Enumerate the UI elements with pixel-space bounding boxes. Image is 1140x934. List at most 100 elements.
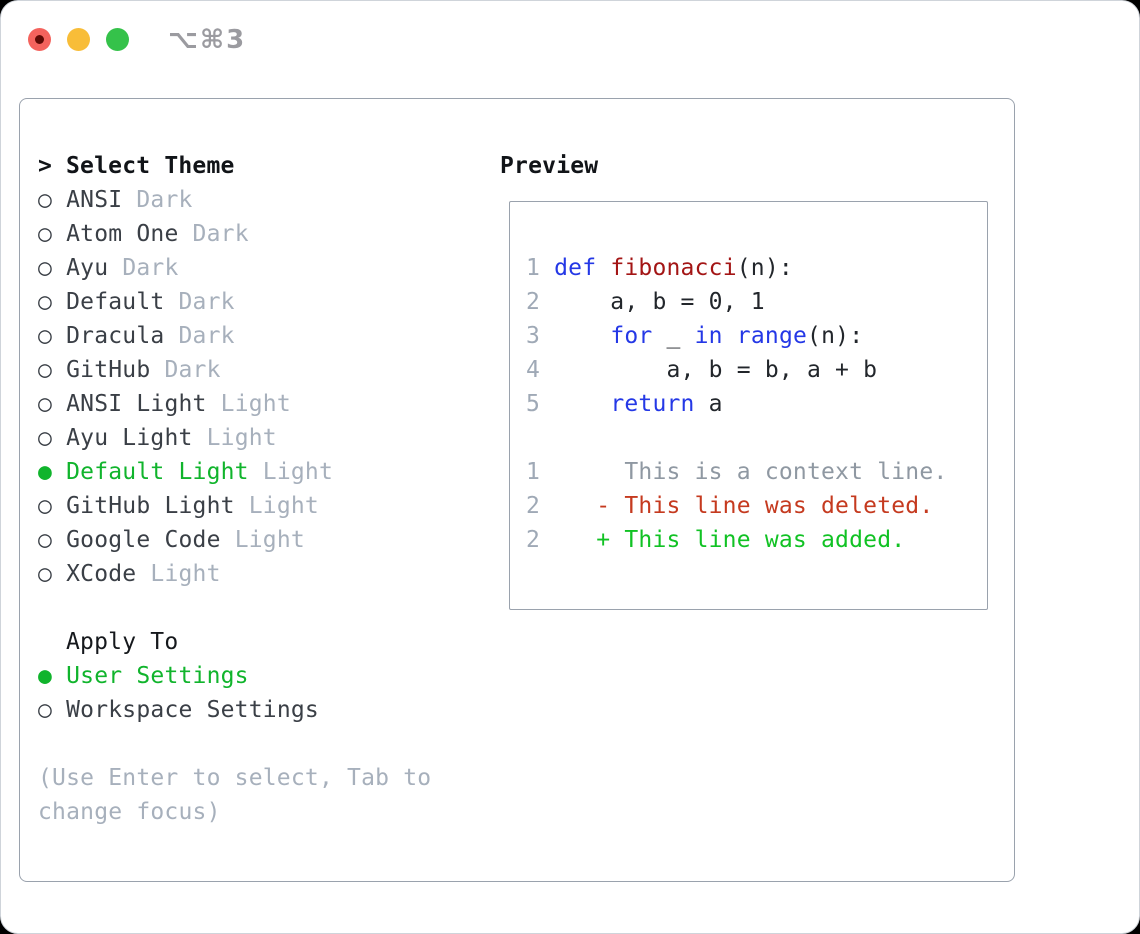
- theme-name: Ayu: [66, 255, 109, 281]
- line-number: 1: [526, 459, 555, 485]
- apply-to-option[interactable]: ○ Workspace Settings: [38, 693, 319, 727]
- radio-unselected-icon: ○: [38, 187, 67, 213]
- apply-to-option[interactable]: ● User Settings: [38, 659, 249, 693]
- theme-option[interactable]: ○ Google Code Light: [38, 523, 305, 557]
- radio-unselected-icon: ○: [38, 221, 67, 247]
- line-number: 3: [526, 323, 555, 349]
- radio-unselected-icon: ○: [38, 527, 67, 553]
- theme-name: Atom One: [66, 221, 179, 247]
- preview-code-line: [526, 421, 540, 455]
- preview-code-line: 2 + This line was added.: [526, 523, 905, 557]
- code-segment-kw: in: [694, 323, 723, 349]
- radio-selected-icon: ●: [38, 459, 67, 485]
- theme-variant: Light: [206, 391, 291, 417]
- line-number: [526, 425, 540, 451]
- theme-variant: Light: [220, 527, 305, 553]
- radio-unselected-icon: ○: [38, 493, 67, 519]
- select-theme-title: Select Theme: [66, 153, 235, 179]
- theme-option[interactable]: ○ GitHub Dark: [38, 353, 221, 387]
- theme-variant: Light: [234, 493, 319, 519]
- window-shortcut-label: ⌥⌘3: [168, 25, 247, 55]
- theme-variant: Dark: [108, 255, 179, 281]
- code-segment-pl: a, b = b, a + b: [554, 357, 878, 383]
- code-segment-pl: a: [694, 391, 723, 417]
- code-segment-pl: a, b = 0, 1: [554, 289, 765, 315]
- help-text-line2: change focus): [38, 799, 221, 825]
- line-number: 2: [526, 493, 555, 519]
- theme-option[interactable]: ○ Ayu Dark: [38, 251, 179, 285]
- traffic-light-minimize-icon[interactable]: [67, 28, 90, 51]
- code-segment-pl: [554, 391, 610, 417]
- theme-option[interactable]: ○ Default Dark: [38, 285, 235, 319]
- code-segment-add: + This line was added.: [554, 527, 906, 553]
- theme-name: GitHub Light: [66, 493, 235, 519]
- theme-option[interactable]: ● Default Light Light: [38, 455, 333, 489]
- code-segment-kw: for: [610, 323, 653, 349]
- theme-variant: Light: [192, 425, 277, 451]
- preview-code-line: 4 a, b = b, a + b: [526, 353, 877, 387]
- preview-code-line: 5 return a: [526, 387, 723, 421]
- code-segment-del: - This line was deleted.: [554, 493, 934, 519]
- radio-unselected-icon: ○: [38, 289, 67, 315]
- apply-to-label: Workspace Settings: [66, 697, 319, 723]
- line-number: 2: [526, 289, 555, 315]
- theme-option[interactable]: ○ XCode Light: [38, 557, 221, 591]
- theme-option[interactable]: ○ ANSI Light Light: [38, 387, 291, 421]
- line-number: 4: [526, 357, 555, 383]
- preview-code-line: 2 a, b = 0, 1: [526, 285, 765, 319]
- radio-selected-icon: ●: [38, 663, 67, 689]
- preview-code-line: 1 This is a context line.: [526, 455, 947, 489]
- theme-option[interactable]: ○ Dracula Dark: [38, 319, 235, 353]
- preview-title: Preview: [500, 153, 599, 179]
- theme-variant: Light: [248, 459, 334, 485]
- code-segment-pl: (n):: [736, 255, 793, 281]
- line-number: 5: [526, 391, 555, 417]
- theme-variant: Dark: [164, 323, 235, 349]
- preview-box: [509, 201, 988, 610]
- theme-name: Google Code: [66, 527, 221, 553]
- theme-name: Ayu Light: [66, 425, 193, 451]
- radio-unselected-icon: ○: [38, 425, 67, 451]
- code-segment-fn: fibonacci: [610, 255, 737, 281]
- theme-option[interactable]: ○ ANSI Dark: [38, 183, 193, 217]
- radio-unselected-icon: ○: [38, 255, 67, 281]
- theme-name: GitHub: [66, 357, 151, 383]
- select-theme-cursor: >: [38, 153, 53, 179]
- code-segment-ctx: This is a context line.: [554, 459, 948, 485]
- code-segment-pl: (n):: [807, 323, 864, 349]
- code-segment-pl: [723, 323, 737, 349]
- theme-name: Default: [66, 289, 165, 315]
- code-segment-pl: _: [652, 323, 695, 349]
- code-segment-kw: return: [610, 391, 695, 417]
- theme-name: ANSI Light: [66, 391, 207, 417]
- preview-code-line: 1 def fibonacci(n):: [526, 251, 793, 285]
- apply-to-label: User Settings: [66, 663, 249, 689]
- theme-variant: Dark: [122, 187, 193, 213]
- traffic-light-close-icon[interactable]: [28, 28, 51, 51]
- help-text-line1: (Use Enter to select, Tab to: [38, 765, 432, 791]
- theme-option[interactable]: ○ Ayu Light Light: [38, 421, 277, 455]
- theme-name: ANSI: [66, 187, 123, 213]
- code-segment-kw: def: [554, 255, 611, 281]
- theme-name: Default Light: [66, 459, 249, 485]
- radio-unselected-icon: ○: [38, 323, 67, 349]
- preview-code-line: 2 - This line was deleted.: [526, 489, 933, 523]
- theme-option[interactable]: ○ Atom One Dark: [38, 217, 249, 251]
- radio-unselected-icon: ○: [38, 697, 67, 723]
- line-number: 2: [526, 527, 555, 553]
- line-number: 1: [526, 255, 555, 281]
- radio-unselected-icon: ○: [38, 561, 67, 587]
- theme-variant: Light: [136, 561, 221, 587]
- traffic-light-zoom-icon[interactable]: [106, 28, 129, 51]
- apply-to-title: Apply To: [66, 629, 179, 655]
- code-segment-kw: range: [736, 323, 808, 349]
- radio-unselected-icon: ○: [38, 391, 67, 417]
- theme-variant: Dark: [178, 221, 249, 247]
- theme-variant: Dark: [150, 357, 221, 383]
- code-segment-pl: [554, 323, 610, 349]
- preview-code-line: 3 for _ in range(n):: [526, 319, 863, 353]
- theme-option[interactable]: ○ GitHub Light Light: [38, 489, 319, 523]
- radio-unselected-icon: ○: [38, 357, 67, 383]
